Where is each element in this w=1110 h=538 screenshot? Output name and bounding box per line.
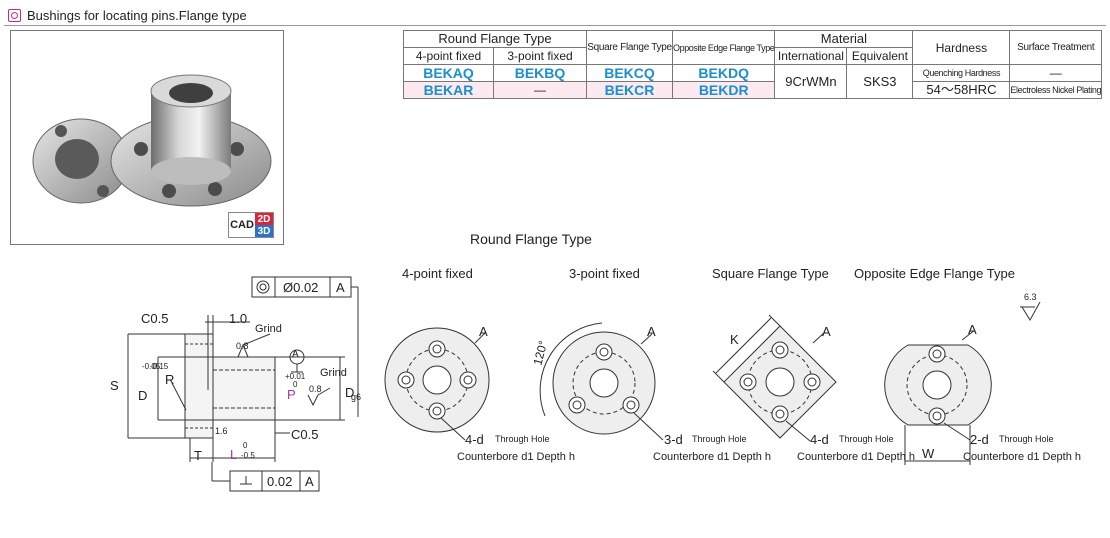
square-datum: A [822,324,831,339]
roughness-right: 0.8 [309,384,322,394]
dim-d-right: D [345,385,355,400]
concentricity-value: Ø0.02 [283,280,319,295]
dim-l: L [230,447,238,462]
opposite-hole: 2-d [970,432,989,447]
dim-r: R [165,372,175,387]
dim-g6: g6 [351,392,362,402]
square-title: Square Flange Type [712,266,829,281]
code-bekaq[interactable]: BEKAQ [403,64,494,82]
material-header: Material [774,30,914,48]
groove-width: 1.0 [229,311,248,326]
dim-l-tol-lower: -0.5 [241,451,255,460]
hardness-header: Hardness [912,30,1011,65]
opposite-title: Opposite Edge Flange Type [854,266,1015,281]
equivalent-header: Equivalent [846,47,914,65]
chamfer-top: C0.5 [141,311,169,326]
perp-datum: A [305,474,314,489]
cad-label: CAD [229,213,255,237]
surface-row1: — [1009,64,1103,82]
three-point-datum: A [647,324,656,339]
three-point-hole: 3-d [664,432,683,447]
dim-d-tol-lower: -0.15 [150,362,169,371]
surface-row2: Electroless Nickel Plating [1009,81,1103,99]
code-bekcq[interactable]: BEKCQ [586,64,673,82]
dim-t: T [194,448,202,463]
code-bekcr[interactable]: BEKCR [586,81,673,99]
concentricity-datum: A [336,280,345,295]
international-header: International [774,47,848,65]
section-title: Bushings for locating pins.Flange type [27,7,247,23]
round-flange-title: Round Flange Type [470,231,592,247]
spec-table: Round Flange Type Square Flange Type Opp… [403,30,1103,99]
roughness-bottom: 1.6 [215,426,228,436]
dim-l-tol-upper: 0 [243,441,248,450]
square-flange-header: Square Flange Type [586,30,673,65]
three-point-cbore: Counterbore d1 Depth h [653,451,772,463]
dim-w: W [922,446,935,461]
section-header: Bushings for locating pins.Flange type [8,6,247,24]
four-point-hole: 4-d [465,432,484,447]
four-point-through: Through Hole [495,434,550,444]
dim-k: K [730,332,739,347]
square-cbore: Counterbore d1 Depth h [797,451,916,463]
four-point-cbore: Counterbore d1 Depth h [457,451,576,463]
dim-s: S [110,378,119,393]
opposite-datum: A [968,322,977,337]
opposite-cbore: Counterbore d1 Depth h [963,451,1082,463]
square-through: Through Hole [839,434,894,444]
product-photo [10,30,284,245]
code-bekdq[interactable]: BEKDQ [671,64,776,82]
roughness-top: 0.8 [236,341,249,351]
perp-value: 0.02 [267,474,293,489]
cad-2d-label[interactable]: 2D [255,213,273,225]
dim-p-tol-zero: 0 [293,380,298,389]
cad-badge[interactable]: CAD 2D 3D [228,212,274,238]
dim-p-tol: +0.01 [285,372,306,381]
grind-top: Grind [255,323,282,335]
bushing-photo-illustration [32,74,272,207]
code-bekdr[interactable]: BEKDR [671,81,776,99]
four-point-header: 4-point fixed [403,47,494,65]
chamfer-bottom: C0.5 [291,427,319,442]
three-point-header: 3-point fixed [493,47,587,65]
header-divider [4,25,1106,26]
hardness-line2: 54～58HRC [912,81,1011,99]
four-point-datum: A [479,324,488,339]
four-point-title: 4-point fixed [402,266,473,281]
grind-right: Grind [320,367,347,379]
section-marker-icon [8,8,21,22]
material-equivalent: SKS3 [846,64,914,99]
material-international: 9CrWMn [774,64,848,99]
surface-finish: 6.3 [1024,292,1037,302]
opposite-through: Through Hole [999,434,1054,444]
three-point-through: Through Hole [692,434,747,444]
dim-p: P [287,387,296,402]
datum-a-marker: A [292,349,299,360]
cad-3d-label[interactable]: 3D [255,225,273,237]
dim-d-tol-upper: -0.05 [142,362,161,371]
code-bekar[interactable]: BEKAR [403,81,494,99]
square-hole: 4-d [810,432,829,447]
three-point-title: 3-point fixed [569,266,640,281]
surface-treatment-header: Surface Treatment [1009,30,1103,65]
dim-d-left: D [138,388,148,403]
